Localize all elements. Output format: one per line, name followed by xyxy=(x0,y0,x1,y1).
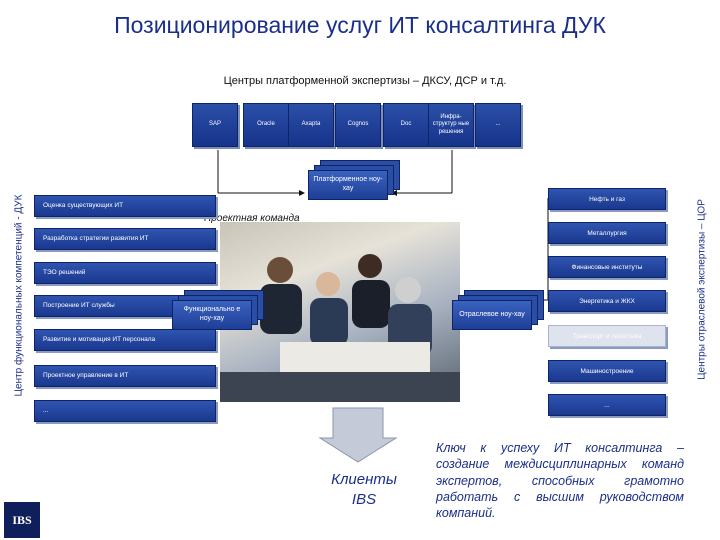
left-item-project-management: Проектное управление в ИТ xyxy=(34,365,216,387)
platform-tab-doc: Doc xyxy=(383,103,429,147)
industry-expertise-centers-label: Центры отраслевой экспертизы – ЦОР xyxy=(696,199,708,380)
success-key-text: Ключ к успеху ИТ консалтинга – создание … xyxy=(436,441,684,520)
platform-tab-more: ... xyxy=(475,103,521,147)
right-item-energy: Энергетика и ЖКХ xyxy=(548,290,666,312)
platform-tab-sap: SAP xyxy=(192,103,238,147)
platform-tab-cognos: Cognos xyxy=(335,103,381,147)
right-item-finance: Финансовые институты xyxy=(548,256,666,278)
platform-tab-infrastructure: Инфра-структур ные решения xyxy=(428,103,474,147)
left-item-it-assessment: Оценка существующих ИТ xyxy=(34,195,216,217)
left-item-it-staff: Развитие и мотивация ИТ персонала xyxy=(34,329,216,351)
left-item-it-strategy: Разработка стратегии развития ИТ xyxy=(34,228,216,250)
right-item-metallurgy: Металлургия xyxy=(548,222,666,244)
platform-knowhow-label: Платформенное ноу-хау xyxy=(308,170,388,200)
functional-knowhow-label: Функционально е ноу-хау xyxy=(172,300,252,330)
right-item-machinery: Машиностроение xyxy=(548,360,666,382)
industry-knowhow-label: Отраслевое ноу-хау xyxy=(452,300,532,330)
platform-centers-subtitle: Центры платформенной экспертизы – ДКСУ, … xyxy=(223,75,507,87)
platform-tab-oracle: Oracle xyxy=(243,103,289,147)
right-item-more: ... xyxy=(548,394,666,416)
page-title: Позиционирование услуг ИТ консалтинга ДУ… xyxy=(114,12,606,38)
functional-competence-center-label: Центр функциональных компетенций - ДУК xyxy=(13,194,25,397)
right-item-transport: Транспорт и логистика xyxy=(548,325,666,347)
left-item-more: ... xyxy=(34,400,216,422)
clients-label: Клиенты IBS xyxy=(331,471,397,508)
project-team-label: Проектная команда xyxy=(204,213,300,224)
clients-down-arrow xyxy=(318,407,398,463)
platform-tab-axapta: Axapta xyxy=(288,103,334,147)
team-photo-illustration xyxy=(220,254,460,402)
right-item-oil-gas: Нефть и газ xyxy=(548,188,666,210)
left-item-feasibility: ТЭО решений xyxy=(34,262,216,284)
ibs-logo: IBS xyxy=(4,502,40,538)
